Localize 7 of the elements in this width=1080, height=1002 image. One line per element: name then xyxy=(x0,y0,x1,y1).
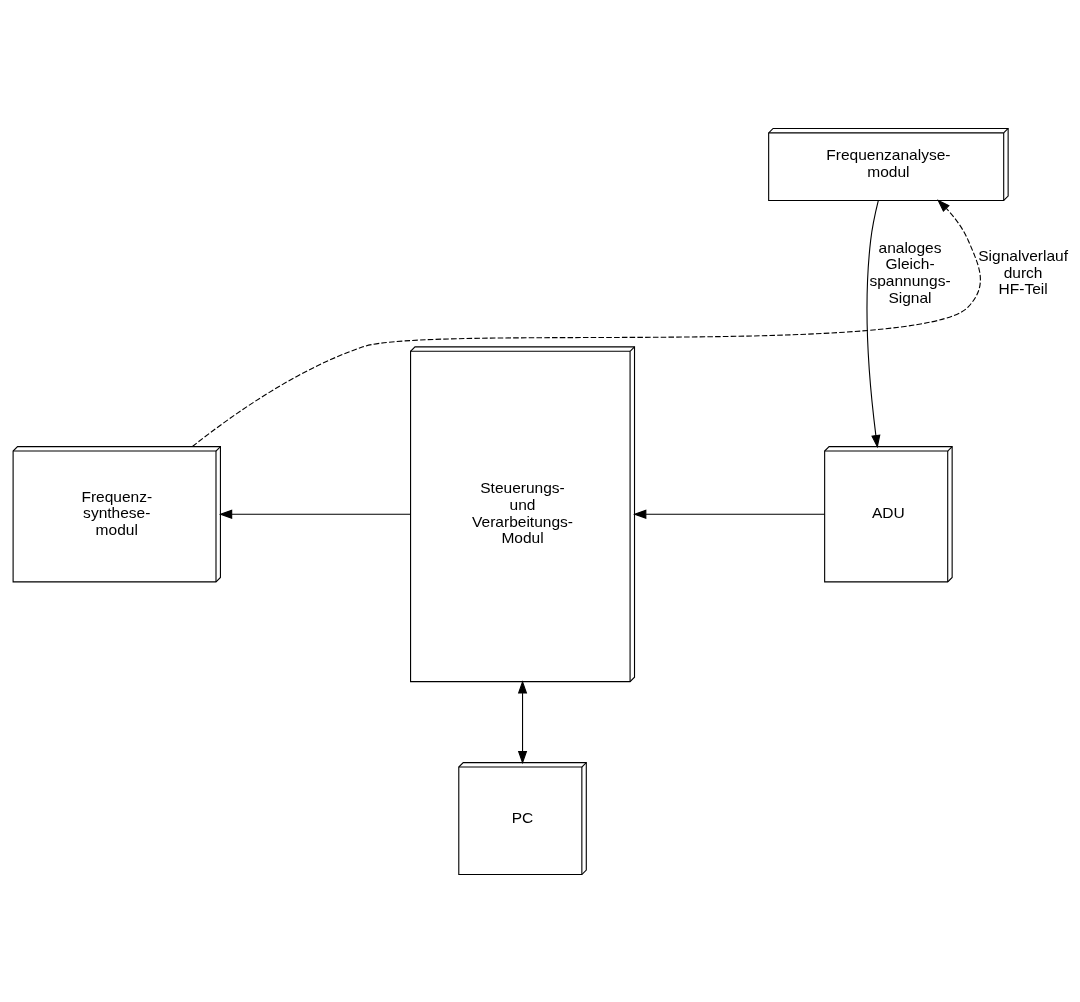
arrow xyxy=(191,198,981,447)
edge-label: analoges Gleich- spannungs- Signal xyxy=(869,238,951,306)
arrow xyxy=(866,199,881,448)
arrow xyxy=(218,509,412,519)
arrow xyxy=(517,679,528,764)
edge-label: Signalverlauf durch HF-Teil xyxy=(978,246,1068,297)
arrow xyxy=(633,509,826,519)
